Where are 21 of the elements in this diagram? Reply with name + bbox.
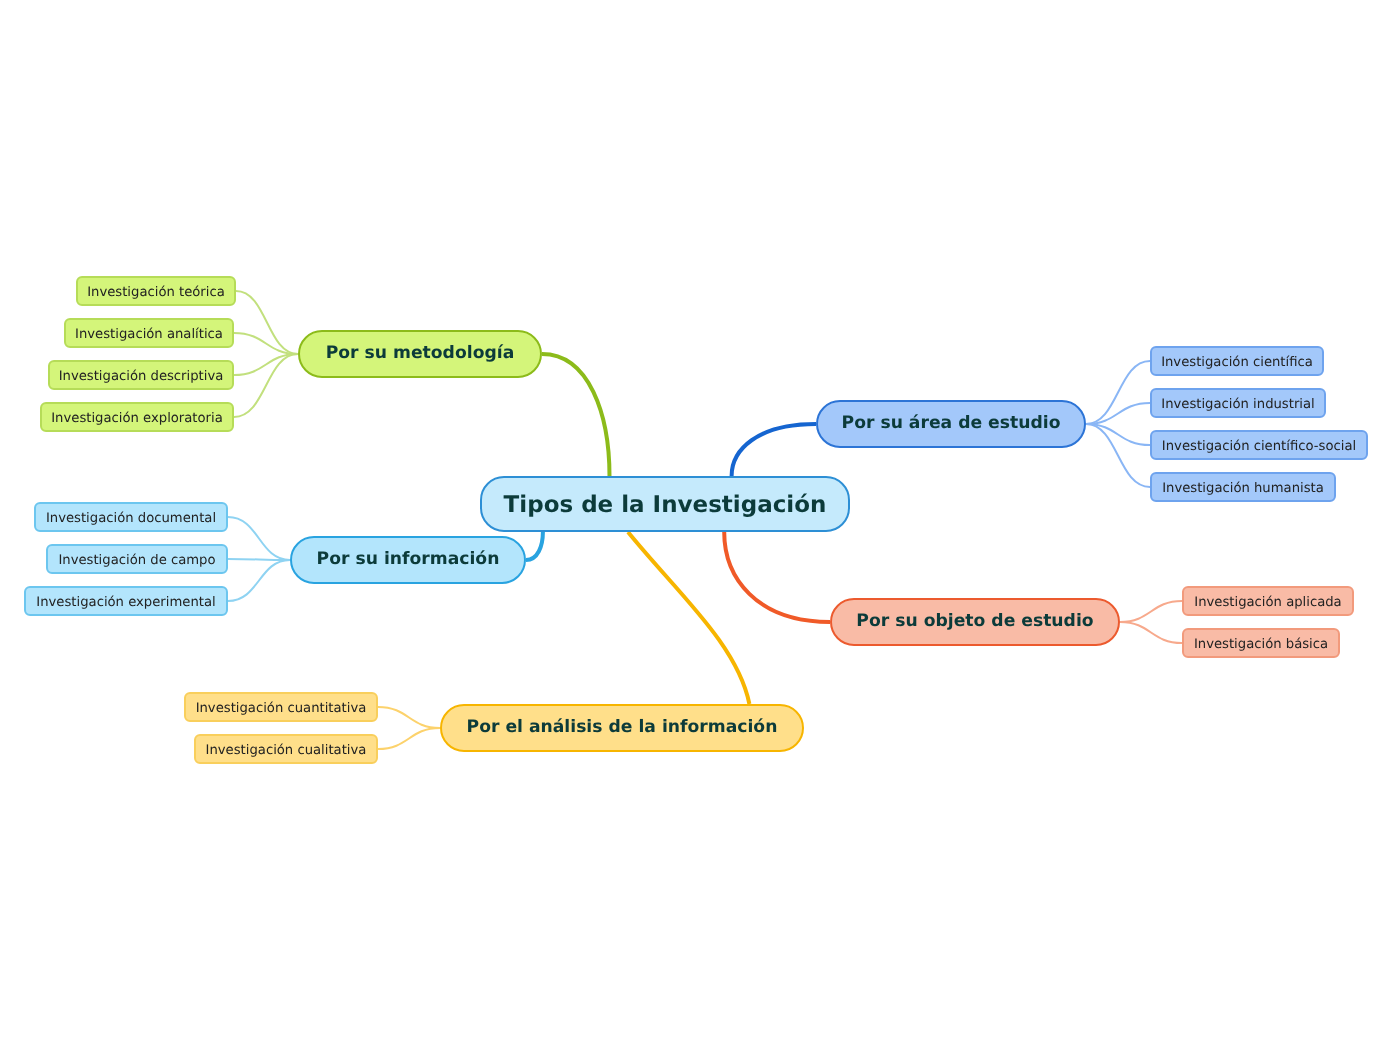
connector [235,290,299,355]
central-topic: Tipos de la Investigación [480,476,850,532]
connector [233,353,299,376]
connector [729,422,817,477]
connector [227,516,291,561]
connector [227,559,291,602]
connector [722,531,831,624]
main-topic: Por su objeto de estudio [830,598,1120,646]
connector [541,352,612,477]
connector [1085,360,1151,425]
main-topic: Por su información [290,536,526,584]
connector [1119,621,1183,644]
main-topic: Por su área de estudio [816,400,1086,448]
main-topic: Por su metodología [298,330,542,378]
main-topic: Por el análisis de la información [440,704,804,752]
connector [1085,423,1151,446]
connector [626,530,752,705]
connector [377,727,441,750]
connector [1085,423,1151,488]
connector [525,531,545,562]
connector [233,353,299,418]
